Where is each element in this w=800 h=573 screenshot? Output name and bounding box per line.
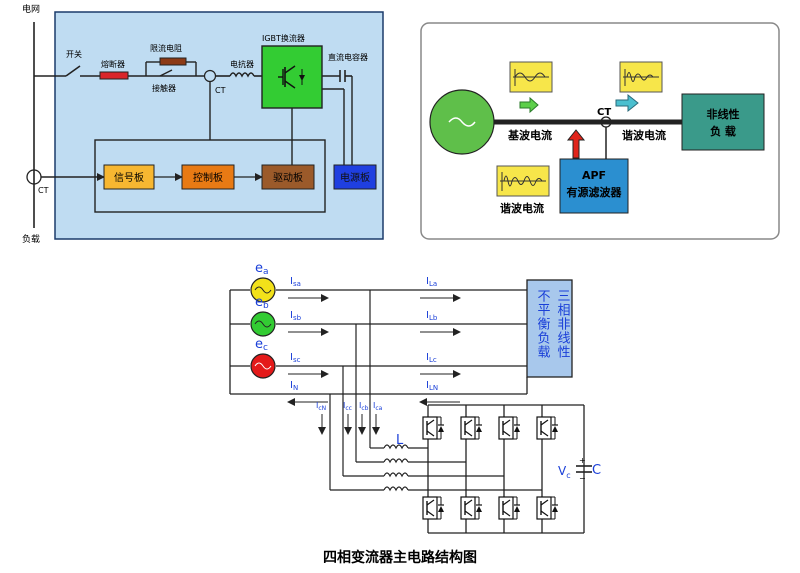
sine-icon bbox=[448, 117, 476, 127]
svg-text:ILb: ILb bbox=[426, 310, 438, 322]
svg-text:Isc: Isc bbox=[290, 352, 301, 364]
arrow-right-green bbox=[519, 96, 539, 114]
contactor-symbol bbox=[159, 69, 173, 77]
switch-symbol bbox=[65, 65, 81, 77]
igbt-converter-block bbox=[261, 45, 323, 109]
svg-text:Isa: Isa bbox=[290, 276, 301, 288]
igbt-switch bbox=[460, 416, 483, 440]
nonlinear-load-block bbox=[681, 93, 765, 151]
apf-title: APF bbox=[582, 169, 606, 182]
arrow-right-cyan bbox=[615, 93, 639, 113]
driver-board-block bbox=[261, 164, 315, 190]
apf-subtitle: 有源滤波器 bbox=[567, 185, 623, 199]
igbt-switch bbox=[536, 496, 559, 520]
igbt-switch bbox=[422, 496, 445, 520]
svg-text:eb: eb bbox=[255, 295, 269, 311]
svg-text:ea: ea bbox=[255, 261, 269, 277]
signal-board-label: 信号板 bbox=[114, 171, 144, 184]
load-line1: 非线性 bbox=[707, 107, 740, 121]
igbt-label: IGBT换流器 bbox=[262, 33, 305, 43]
fundamental-label: 基波电流 bbox=[507, 128, 552, 142]
load-label: 负载 bbox=[22, 233, 40, 245]
svg-text:Isb: Isb bbox=[290, 310, 302, 322]
svg-text:Icc: Icc bbox=[343, 401, 352, 412]
source-current-labels: Isa Isb Isc IN bbox=[290, 276, 302, 392]
switch-label: 开关 bbox=[66, 49, 82, 59]
igbt-switch bbox=[460, 496, 483, 520]
svg-text:IN: IN bbox=[290, 380, 298, 392]
power-board-label: 电源板 bbox=[340, 171, 370, 184]
panel1-background bbox=[54, 11, 384, 240]
igbt-switch bbox=[536, 416, 559, 440]
load-col1: 三相非线性 bbox=[555, 289, 571, 359]
svg-text:Icb: Icb bbox=[359, 401, 369, 412]
igbt-icon bbox=[278, 65, 305, 89]
cap-minus: − bbox=[579, 474, 586, 483]
ct-symbol bbox=[203, 69, 217, 83]
source-ea: ea bbox=[250, 261, 276, 303]
panel-apf-block-diagram: 电网 负载 开关 熔断器 限流电阻 接触器 CT 电抗器 IGBT换流器 bbox=[22, 3, 384, 245]
comp-current-labels: IcN Icc Icb Ica bbox=[316, 401, 383, 412]
caption: 四相变流器主电路结构图 bbox=[323, 549, 477, 566]
vc-label: Vc bbox=[558, 464, 571, 480]
load-current-labels: ILa ILb ILc ILN bbox=[426, 276, 438, 392]
cap-plus: + bbox=[579, 456, 586, 465]
load-col2: 不平衡负载 bbox=[535, 289, 551, 359]
inductor-label: L bbox=[396, 433, 404, 448]
igbt-switch bbox=[422, 416, 445, 440]
harmonic-label-right: 谐波电流 bbox=[622, 128, 666, 142]
ct-label: CT bbox=[215, 86, 226, 95]
igbt-bridge: + − Vc C bbox=[422, 404, 601, 534]
capacitor-label: 直流电容器 bbox=[328, 52, 368, 62]
load-line2: 负 载 bbox=[710, 124, 736, 138]
arrow-up-red bbox=[566, 129, 586, 159]
igbt-switch bbox=[498, 416, 521, 440]
source-ec: ec bbox=[250, 337, 276, 379]
resistor-label: 限流电阻 bbox=[150, 43, 182, 53]
svg-text:IcN: IcN bbox=[316, 401, 326, 412]
apf-block bbox=[559, 158, 629, 214]
harmonic-label-left: 谐波电流 bbox=[500, 201, 544, 215]
svg-text:ec: ec bbox=[255, 337, 268, 353]
inductor-bank bbox=[330, 444, 542, 492]
svg-text:ILa: ILa bbox=[426, 276, 437, 288]
resistor-symbol bbox=[159, 57, 187, 66]
fuse-symbol bbox=[99, 71, 129, 80]
bottom-ct-label: CT bbox=[38, 186, 49, 195]
source-eb: eb bbox=[250, 295, 276, 337]
reactor-symbol bbox=[229, 72, 255, 78]
grid-label: 电网 bbox=[22, 3, 40, 15]
svg-text:Ica: Ica bbox=[373, 401, 383, 412]
igbt-switch bbox=[498, 496, 521, 520]
ct-label-2: CT bbox=[597, 107, 611, 118]
svg-text:ILN: ILN bbox=[426, 380, 438, 392]
power-board-block bbox=[333, 164, 377, 190]
fuse-label: 熔断器 bbox=[101, 59, 125, 69]
svg-text:ILc: ILc bbox=[426, 352, 437, 364]
contactor-label: 接触器 bbox=[152, 83, 176, 93]
control-board-label: 控制板 bbox=[193, 171, 223, 184]
driver-board-label: 驱动板 bbox=[273, 171, 303, 184]
unbalanced-load-block bbox=[526, 279, 573, 378]
cap-label: C bbox=[592, 463, 601, 478]
reactor-label: 电抗器 bbox=[230, 59, 254, 69]
signal-board-block bbox=[103, 164, 155, 190]
panel-four-phase-converter: ea eb ec Isa Isb Isc IN ILa ILb ILc ILN bbox=[229, 261, 601, 566]
panel-apf-principle: 基波电流 CT 谐波电流 非线性 负 载 APF 有源滤波器 谐波电流 bbox=[420, 22, 780, 240]
